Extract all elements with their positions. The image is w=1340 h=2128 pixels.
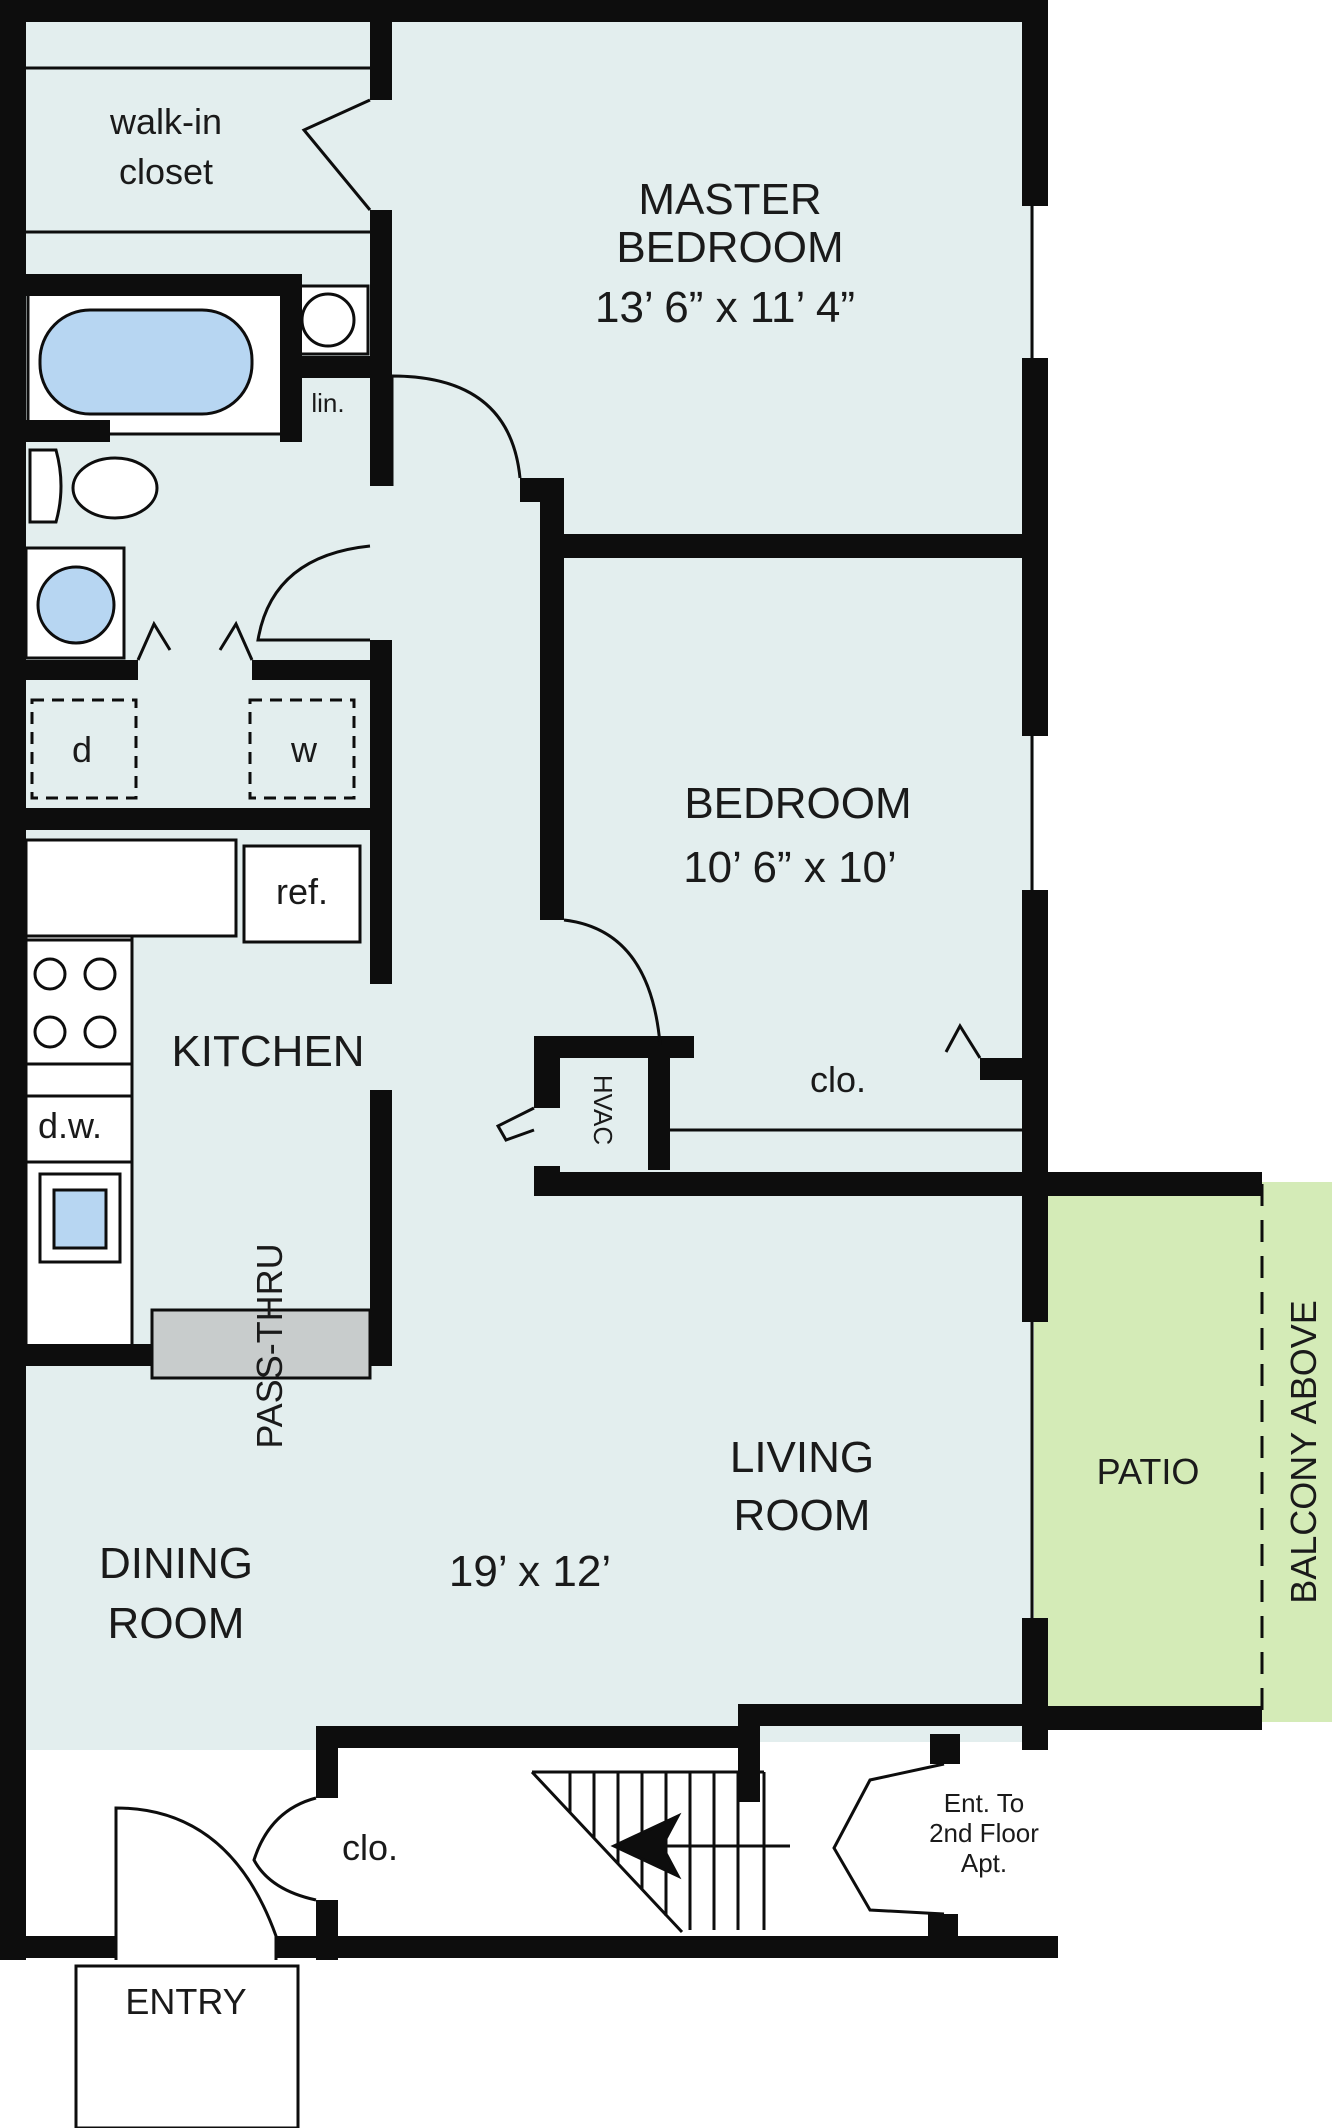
burner-icon	[33, 1015, 67, 1049]
staircase	[530, 1770, 790, 1934]
dining-room-label: DINING	[99, 1539, 253, 1588]
refrigerator-box	[242, 844, 362, 944]
burner-icon	[83, 957, 117, 991]
floor-fills	[18, 0, 1340, 2128]
door-laundry-right[interactable]	[218, 620, 254, 661]
toilet-bowl-icon	[71, 456, 159, 520]
utility-tank-icon	[300, 292, 356, 348]
dryer-label: d	[72, 729, 92, 770]
dining-room-label: ROOM	[108, 1599, 245, 1648]
refrigerator-label: ref.	[276, 871, 328, 912]
washer-label: w	[290, 729, 318, 770]
walk-in-closet-label: walk-in	[109, 101, 222, 142]
kitchen-label: KITCHEN	[171, 1027, 364, 1076]
sink-basin-icon	[36, 565, 116, 645]
fixtures	[24, 66, 1264, 1934]
door-second-floor[interactable]	[832, 1762, 945, 1916]
master-bedroom-name: BEDROOM	[616, 223, 843, 272]
washer-outline	[248, 698, 356, 800]
balcony-strip	[1262, 1182, 1332, 1722]
second-floor-entrance-label: 2nd Floor	[929, 1818, 1039, 1848]
bathtub-basin	[38, 308, 254, 416]
doors	[114, 98, 982, 1960]
second-floor-entrance-label: Ent. To	[944, 1788, 1024, 1818]
patio-label: PATIO	[1097, 1451, 1200, 1492]
entry-closet-label: clo.	[342, 1827, 398, 1868]
burner-icon	[83, 1015, 117, 1049]
dishwasher-box	[24, 1094, 134, 1164]
walk-in-closet-label: closet	[119, 151, 213, 192]
dishwasher-label: d.w.	[38, 1105, 102, 1146]
balcony-label: BALCONY ABOVE	[1283, 1300, 1324, 1603]
door-master-bedroom[interactable]	[390, 374, 522, 486]
pass-thru-label: PASS-THRU	[249, 1243, 290, 1448]
walls	[0, 0, 1262, 1960]
pass-thru-counter	[150, 1308, 372, 1380]
dryer-outline	[30, 698, 138, 800]
labels: walk-in closet MASTER BEDROOM 13’ 6” x 1…	[38, 101, 1324, 2022]
bedroom-size: 10’ 6” x 10’	[683, 843, 897, 892]
entry-vestibule	[74, 1964, 300, 2128]
master-bedroom-name: MASTER	[638, 175, 821, 224]
bedroom-closet-label: clo.	[810, 1059, 866, 1100]
kitchen-counter-top	[24, 838, 238, 938]
door-walk-in-closet	[301, 98, 372, 211]
master-bedroom-size: 13’ 6” x 11’ 4”	[595, 283, 855, 332]
door-hvac[interactable]	[495, 1106, 535, 1142]
stair-arrow-icon	[610, 1812, 682, 1880]
door-entry-closet[interactable]	[252, 1796, 317, 1902]
door-bedroom[interactable]	[563, 918, 662, 1046]
linen-label: lin.	[311, 388, 344, 418]
door-bedroom-closet[interactable]	[944, 1023, 982, 1059]
burner-icon	[33, 957, 67, 991]
toilet-tank	[28, 448, 63, 524]
living-room-label: ROOM	[734, 1491, 871, 1540]
door-entry[interactable]	[114, 1806, 278, 1960]
living-room-size: 19’ x 12’	[449, 1547, 611, 1596]
living-room-label: LIVING	[730, 1433, 874, 1482]
kitchen-sink-basin-icon	[52, 1188, 108, 1250]
second-floor-entrance-label: Apt.	[961, 1848, 1007, 1878]
door-laundry-left[interactable]	[136, 620, 172, 661]
bedroom-name: BEDROOM	[684, 779, 911, 828]
upper-right-blank	[1048, 0, 1340, 1170]
door-bathroom[interactable]	[256, 544, 371, 642]
entry-label: ENTRY	[125, 1981, 246, 2022]
patio-floor	[1034, 1180, 1262, 1724]
hvac-label: HVAC	[588, 1075, 618, 1145]
